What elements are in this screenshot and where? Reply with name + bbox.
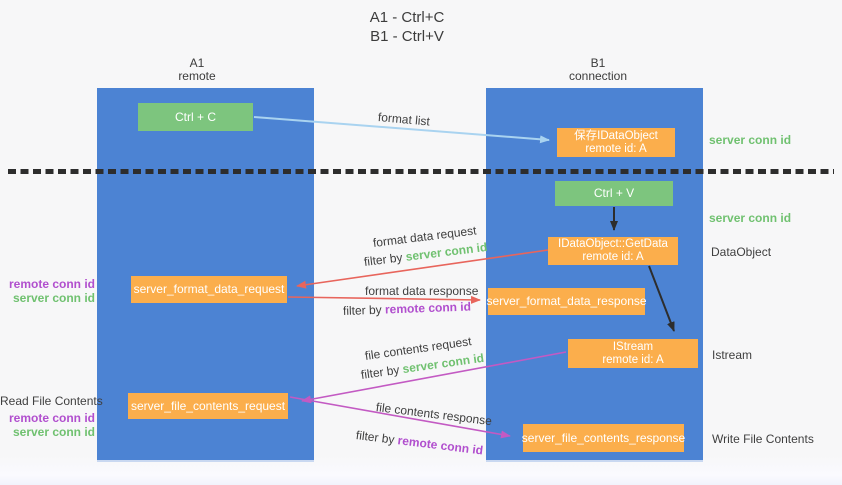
diagram-title: A1 - Ctrl+C B1 - Ctrl+V — [307, 8, 507, 46]
remote-conn-id-label: remote conn id — [8, 411, 95, 425]
title-line-a1: A1 - Ctrl+C — [369, 9, 445, 26]
left-conn-id-stack-bottom: remote conn id server conn id — [0, 411, 95, 439]
idataobject-getdata-line1: IDataObject::GetData — [558, 238, 668, 250]
filter-by-text: filter by — [355, 428, 399, 448]
remote-conn-id-label: remote conn id — [8, 277, 95, 291]
lane-a1-role: remote — [178, 69, 216, 83]
save-idataobject-line1: 保存IDataObject — [574, 129, 658, 142]
idataobject-getdata-node: IDataObject::GetData remote id: A — [548, 237, 678, 265]
istream-line1: IStream — [612, 340, 654, 353]
format-data-response-label: format data response — [365, 284, 479, 298]
istream-line2: remote id: A — [602, 353, 664, 366]
left-conn-id-stack-top: remote conn id server conn id — [0, 277, 95, 305]
title-line-b1: B1 - Ctrl+V — [370, 28, 444, 45]
server-conn-id-label-top: server conn id — [709, 133, 792, 147]
file-contents-response-filter-label: filter by remote conn id — [355, 428, 484, 457]
ctrl-c-node: Ctrl + C — [138, 103, 253, 131]
server-format-data-request-node: server_format_data_request — [131, 276, 287, 303]
session-divider-line — [8, 169, 834, 174]
istream-side-label: Istream — [712, 348, 753, 362]
dataobject-label: DataObject — [711, 245, 772, 259]
format-list-label: format list — [377, 110, 431, 129]
server-format-data-request-label: server_format_data_request — [133, 282, 285, 296]
format-data-response-filter-label: filter by remote conn id — [343, 300, 471, 318]
server-format-data-response-label: server_format_data_response — [486, 294, 647, 308]
remote-conn-id-text: remote conn id — [396, 433, 484, 458]
ctrl-v-label: Ctrl + V — [593, 186, 635, 200]
server-file-contents-request-label: server_file_contents_request — [130, 398, 286, 413]
filter-by-text: filter by — [342, 302, 386, 318]
idataobject-getdata-line2: remote id: A — [582, 251, 644, 263]
filter-by-text: filter by — [360, 362, 404, 382]
server-file-contents-response-label: server_file_contents_response — [521, 430, 686, 445]
read-file-contents-label: Read File Contents — [0, 394, 103, 408]
remote-conn-id-text: remote conn id — [384, 299, 472, 317]
istream-node: IStream remote id: A — [568, 339, 698, 368]
server-conn-id-label: server conn id — [12, 290, 95, 305]
lane-a1-name: A1 — [189, 56, 205, 70]
filter-by-text: filter by — [363, 249, 407, 269]
lane-b1-name: B1 — [590, 56, 606, 70]
write-file-contents-label: Write File Contents — [712, 432, 814, 446]
server-conn-id-label-mid: server conn id — [709, 211, 792, 225]
lane-header-a1: A1 remote — [137, 57, 257, 83]
lane-header-b1: B1 connection — [538, 57, 658, 83]
server-file-contents-response-node: server_file_contents_response — [521, 424, 686, 452]
ctrl-v-node: Ctrl + V — [555, 181, 673, 206]
save-idataobject-line2: remote id: A — [585, 142, 647, 155]
lane-b1-role: connection — [568, 69, 628, 83]
ctrl-c-label: Ctrl + C — [174, 109, 216, 124]
save-idataobject-node: 保存IDataObject remote id: A — [557, 128, 675, 157]
server-format-data-response-node: server_format_data_response — [486, 288, 647, 315]
server-conn-id-label: server conn id — [12, 424, 95, 439]
server-file-contents-request-node: server_file_contents_request — [128, 393, 288, 419]
file-contents-response-label: file contents response — [375, 400, 493, 429]
